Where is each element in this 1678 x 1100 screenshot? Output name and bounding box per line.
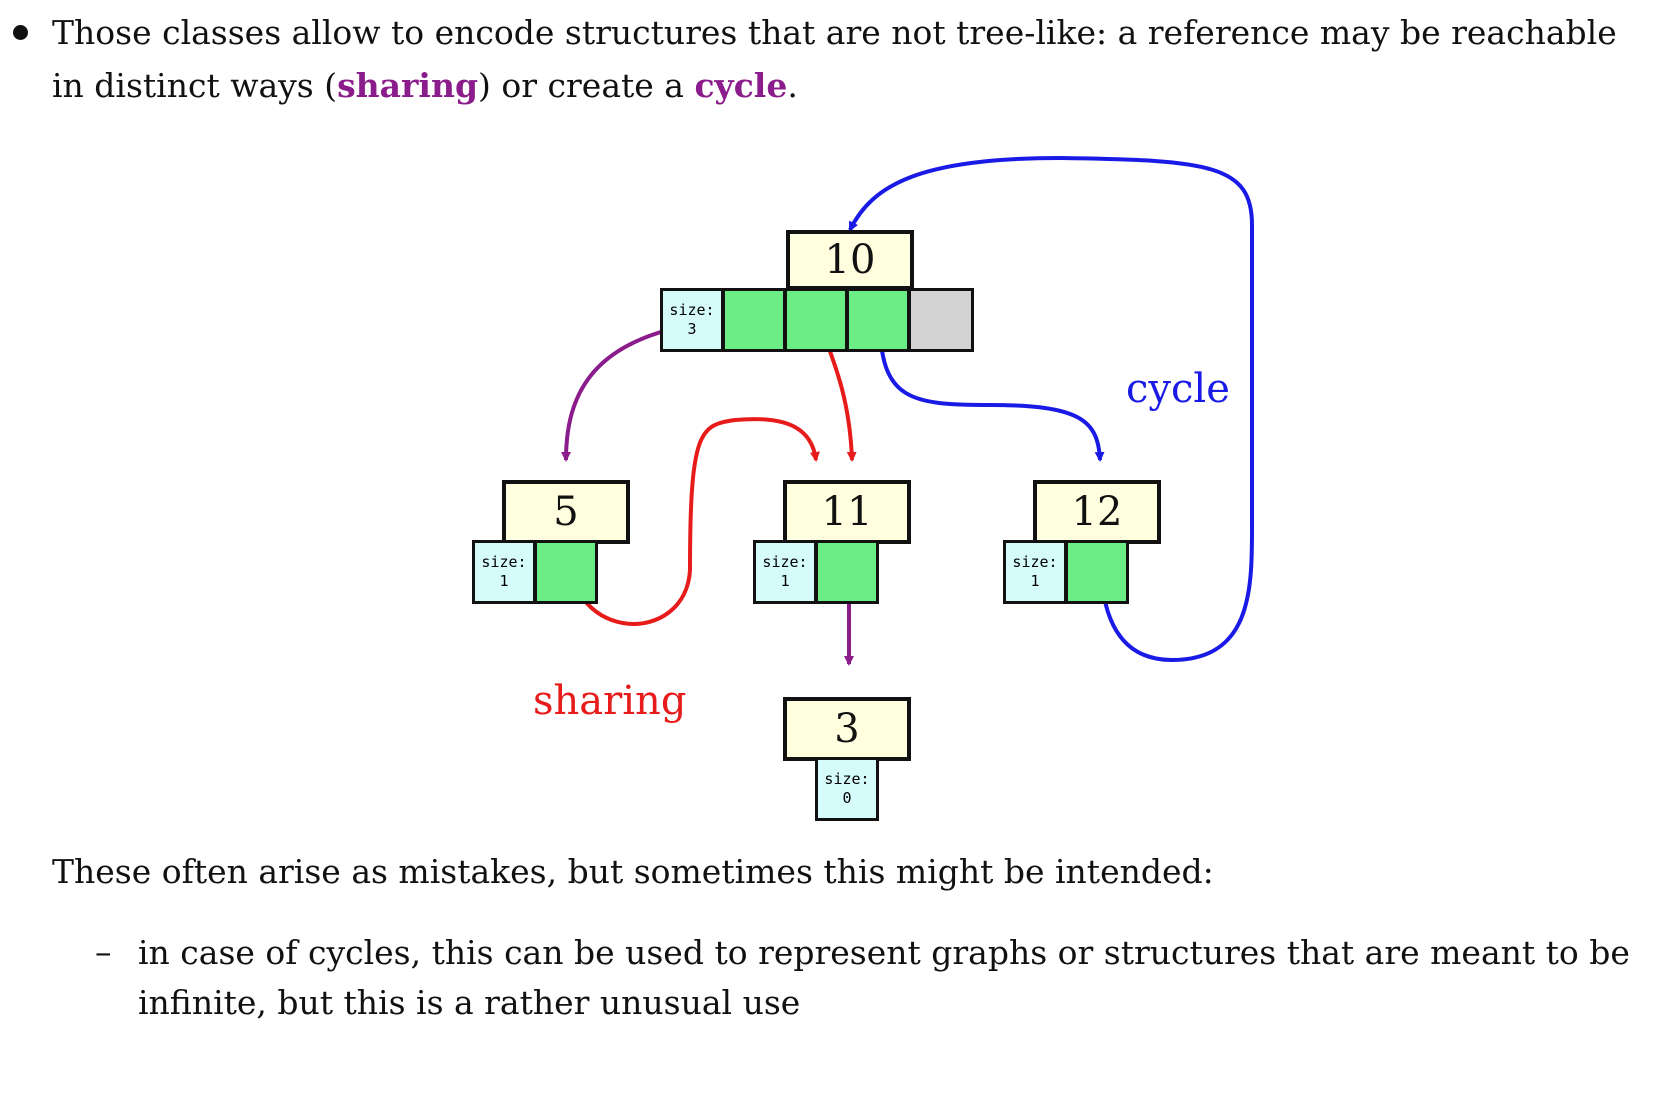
node-11-value: 11 [783,480,911,544]
node-11-size-cell: size:1 [753,540,817,604]
node-12-size-cell: size:1 [1003,540,1067,604]
size-label: size: [1012,553,1058,571]
node-10-empty-cell [908,288,974,352]
intro-text-2: ) or create a [478,66,695,105]
node-12-pointer-cell [1065,540,1129,604]
note-paragraph: These often arise as mistakes, but somet… [52,852,1214,891]
node-10-pointer-cell [722,288,786,352]
size-label: size: [824,770,870,788]
node-5-pointer-cell [534,540,598,604]
cycle-term: cycle [694,66,788,105]
arrow-10-to-12 [878,319,1105,462]
node-3-value: 3 [783,697,911,761]
size-value: 0 [842,789,852,807]
size-value: 1 [499,572,509,590]
size-label: size: [669,301,715,319]
intro-paragraph: Those classes allow to encode structures… [52,6,1652,112]
node-12-value: 12 [1033,480,1161,544]
sub-bullet-text: in case of cycles, this can be used to r… [138,933,1630,1022]
node-5-size-cell: size:1 [472,540,536,604]
node-11-pointer-cell [815,540,879,604]
size-value: 1 [780,572,790,590]
arrow-5-to-11-sharing [566,417,820,626]
node-10-pointer-cell [846,288,910,352]
node-10-size-cell: size:3 [660,288,724,352]
sub-bullet-dash: – [95,932,112,971]
intro-text-3: . [787,66,798,105]
node-3-size-cell: size:0 [815,757,879,821]
node-10-value: 10 [786,230,914,290]
bullet-dot [13,25,28,40]
sharing-term: sharing [337,66,479,105]
arrow-12-to-10-cycle [848,155,1254,663]
size-value: 3 [687,320,697,338]
node-5-value: 5 [502,480,630,544]
size-label: size: [762,553,808,571]
cycle-label: cycle [1126,366,1230,412]
node-10-pointer-cell [784,288,848,352]
sharing-label: sharing [533,678,687,724]
size-value: 1 [1030,572,1040,590]
size-label: size: [481,553,527,571]
intro-text-1: Those classes allow to encode structures… [52,13,1617,105]
